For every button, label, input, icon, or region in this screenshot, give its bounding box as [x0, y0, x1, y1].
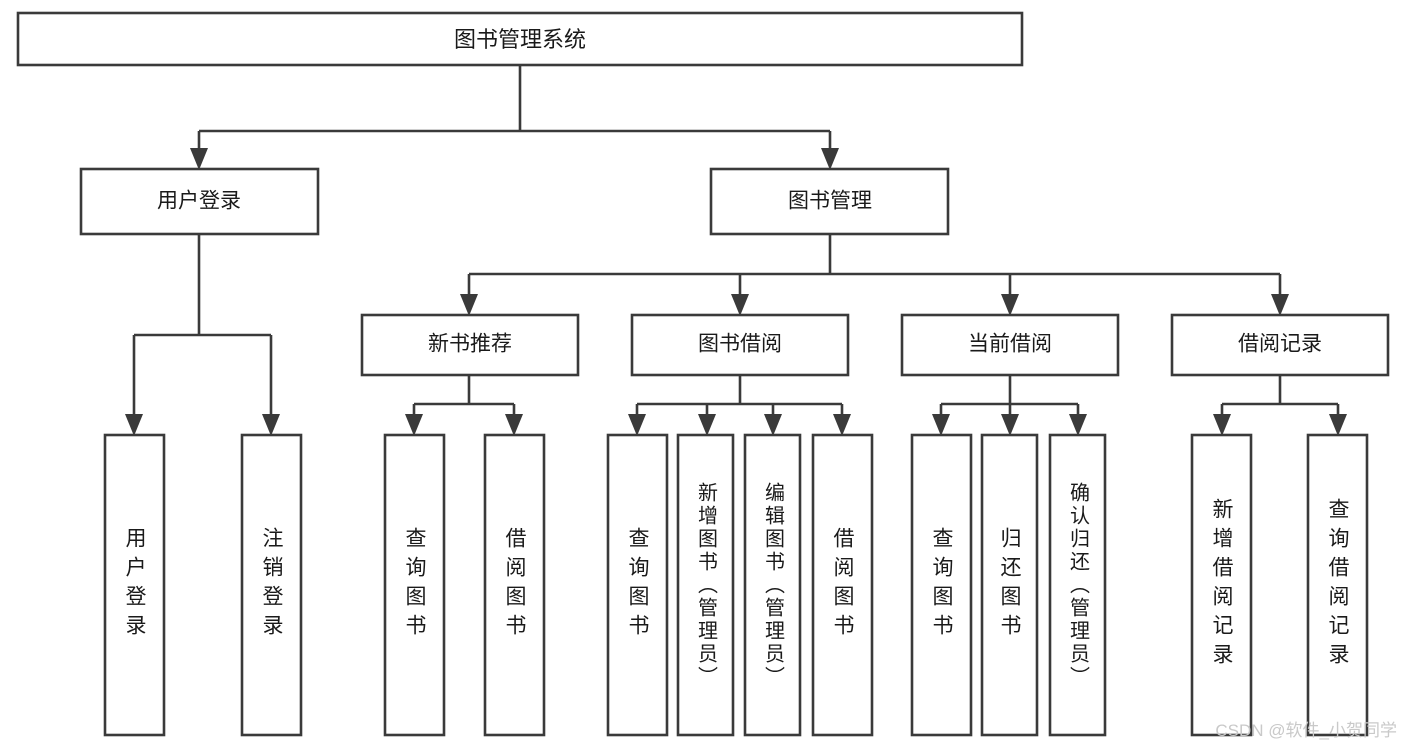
leaf-user-login[interactable]	[103, 433, 166, 737]
arrowhead-book-borrow	[731, 294, 749, 316]
arrowhead-leaf-add-book	[698, 414, 716, 436]
leaf-query-record-box[interactable]	[1306, 433, 1369, 737]
arrowhead-leaf-return-book	[1001, 414, 1019, 436]
leaf-query-book-2-box[interactable]	[606, 433, 669, 737]
node-root-box[interactable]	[16, 11, 1024, 67]
leaf-add-record-box[interactable]	[1190, 433, 1253, 737]
leaf-return-book-box[interactable]	[980, 433, 1039, 737]
leaf-confirm-return-box[interactable]	[1048, 433, 1107, 737]
leaf-borrow-book-2[interactable]	[811, 433, 874, 737]
leaf-edit-book[interactable]	[743, 433, 802, 737]
leaf-add-book[interactable]	[676, 433, 735, 737]
arrowhead-leaf-add-record	[1213, 414, 1231, 436]
node-book-manage[interactable]: 图书管理	[709, 167, 950, 236]
leaf-logout-login[interactable]	[240, 433, 303, 737]
arrowhead-leaf-borrow-book-1	[505, 414, 523, 436]
node-root-label: 图书管理系统	[454, 27, 586, 52]
arrowhead-leaf-query-book-2	[628, 414, 646, 436]
node-new-book-rec[interactable]: 新书推荐	[360, 313, 580, 377]
arrowhead-leaf-edit-book	[764, 414, 782, 436]
node-borrow-record-box[interactable]	[1170, 313, 1390, 377]
leaf-add-record[interactable]	[1190, 433, 1253, 737]
node-book-borrow[interactable]: 图书借阅	[630, 313, 850, 377]
leaf-borrow-book-1[interactable]	[483, 433, 546, 737]
node-new-book-rec-box[interactable]	[360, 313, 580, 377]
arrowhead-leaf-query-book-3	[932, 414, 950, 436]
node-new-book-rec-label: 新书推荐	[428, 333, 512, 356]
leaf-return-book[interactable]	[980, 433, 1039, 737]
node-user-login[interactable]: 用户登录	[79, 167, 320, 236]
leaf-edit-book-box[interactable]	[743, 433, 802, 737]
arrowhead-user-login	[190, 148, 208, 170]
node-user-login-box[interactable]	[79, 167, 320, 236]
leaf-query-book-2[interactable]	[606, 433, 669, 737]
leaf-query-book-1[interactable]	[383, 433, 446, 737]
leaf-confirm-return[interactable]	[1048, 433, 1107, 737]
arrowhead-leaf-query-book-1	[405, 414, 423, 436]
arrowhead-new-book-rec	[460, 294, 478, 316]
node-book-borrow-box[interactable]	[630, 313, 850, 377]
connector-group	[125, 65, 1347, 436]
leaf-query-record[interactable]	[1306, 433, 1369, 737]
node-book-borrow-label: 图书借阅	[698, 333, 782, 356]
node-current-borrow-box[interactable]	[900, 313, 1120, 377]
leaf-query-book-1-box[interactable]	[383, 433, 446, 737]
leaf-borrow-book-1-box[interactable]	[483, 433, 546, 737]
leaf-user-login-box[interactable]	[103, 433, 166, 737]
arrowhead-leaf-logout-login	[262, 414, 280, 436]
node-root[interactable]: 图书管理系统	[16, 11, 1024, 67]
arrowhead-leaf-confirm-return	[1069, 414, 1087, 436]
arrowhead-borrow-record	[1271, 294, 1289, 316]
node-borrow-record[interactable]: 借阅记录	[1170, 313, 1390, 377]
arrowhead-book-manage	[821, 148, 839, 170]
node-user-login-label: 用户登录	[157, 190, 241, 213]
leaf-query-book-3[interactable]	[910, 433, 973, 737]
arrowhead-current-borrow	[1001, 294, 1019, 316]
node-current-borrow-label: 当前借阅	[968, 333, 1052, 356]
node-book-manage-box[interactable]	[709, 167, 950, 236]
leaf-logout-login-box[interactable]	[240, 433, 303, 737]
leaf-borrow-book-2-box[interactable]	[811, 433, 874, 737]
leaf-query-book-3-box[interactable]	[910, 433, 973, 737]
leaf-add-book-box[interactable]	[676, 433, 735, 737]
arrowhead-leaf-borrow-book-2	[833, 414, 851, 436]
arrowhead-leaf-user-login	[125, 414, 143, 436]
node-borrow-record-label: 借阅记录	[1238, 333, 1322, 356]
node-book-manage-label: 图书管理	[788, 190, 872, 213]
arrowhead-leaf-query-record	[1329, 414, 1347, 436]
node-current-borrow[interactable]: 当前借阅	[900, 313, 1120, 377]
